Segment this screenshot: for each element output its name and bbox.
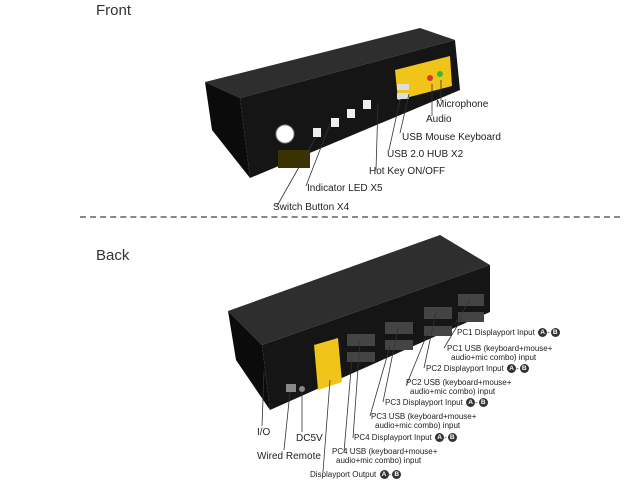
label-pc4-dp-text: PC4 Displayport Input xyxy=(354,433,432,442)
label-pc1-dp-text: PC1 Displayport Input xyxy=(457,328,535,337)
label-pc1-dp: PC1 Displayport Input A-B xyxy=(457,328,560,338)
badge-dash: - xyxy=(444,433,447,442)
badge-b-icon: B xyxy=(447,433,457,443)
label-pc4-usb-line2: audio+mic combo) input xyxy=(336,456,422,465)
label-microphone: Microphone xyxy=(436,99,489,110)
label-pc3-usb-line1: PC3 USB (keyboard+mouse+ xyxy=(371,412,477,421)
label-pc2-dp-text: PC2 Displayport Input xyxy=(426,364,504,373)
label-wired-remote: Wired Remote xyxy=(257,451,321,462)
label-dp-output-text: Displayport Output xyxy=(310,470,377,479)
label-dc5v: DC5V xyxy=(296,433,323,444)
section-divider xyxy=(80,216,620,218)
label-pc3-dp-text: PC3 Displayport Input xyxy=(385,398,463,407)
label-audio: Audio xyxy=(426,114,452,125)
badge-b-icon: B xyxy=(478,398,488,408)
label-dp-output: Displayport Output A-B xyxy=(310,470,402,480)
back-leader-lines xyxy=(261,299,471,473)
label-io: I/O xyxy=(257,427,271,438)
badge-dash: - xyxy=(547,328,550,337)
label-pc1-usb-line2: audio+mic combo) input xyxy=(451,353,537,362)
back-device xyxy=(228,235,490,410)
badge-b-icon: B xyxy=(550,328,560,338)
label-pc3-dp: PC3 Displayport Input A-B xyxy=(385,398,488,408)
label-pc4-dp: PC4 Displayport Input A-B xyxy=(354,433,457,443)
label-pc2-usb-line1: PC2 USB (keyboard+mouse+ xyxy=(406,378,512,387)
label-pc1-usb: PC1 USB (keyboard+mouse+ audio+mic combo… xyxy=(447,344,552,362)
label-pc2-usb: PC2 USB (keyboard+mouse+ audio+mic combo… xyxy=(406,378,511,396)
badge-dash: - xyxy=(516,364,519,373)
front-title: Front xyxy=(96,2,132,19)
badge-a-icon: A xyxy=(507,364,517,374)
badge-dash: - xyxy=(475,398,478,407)
label-pc3-usb: PC3 USB (keyboard+mouse+ audio+mic combo… xyxy=(371,412,476,430)
label-pc1-usb-line1: PC1 USB (keyboard+mouse+ xyxy=(447,344,553,353)
badge-b-icon: B xyxy=(519,364,529,374)
badge-dash: - xyxy=(388,470,392,479)
label-pc2-dp: PC2 Displayport Input A-B xyxy=(426,364,529,374)
badge-a-icon: A xyxy=(538,328,548,338)
badge-b-icon: B xyxy=(392,470,402,480)
badge-a-icon: A xyxy=(435,433,445,443)
label-usb-hub: USB 2.0 HUB X2 xyxy=(387,149,464,160)
label-switch-button: Switch Button X4 xyxy=(273,202,350,213)
label-usb-mouse-keyboard: USB Mouse Keyboard xyxy=(402,132,501,143)
badge-a-icon: A xyxy=(379,470,389,480)
label-indicator-led: Indicator LED X5 xyxy=(307,183,383,194)
front-leader-lines xyxy=(276,80,442,207)
label-pc3-usb-line2: audio+mic combo) input xyxy=(375,421,461,430)
back-title: Back xyxy=(96,247,130,264)
label-pc4-usb-line1: PC4 USB (keyboard+mouse+ xyxy=(332,447,438,456)
badge-a-icon: A xyxy=(466,398,476,408)
front-device xyxy=(205,28,460,178)
label-pc4-usb: PC4 USB (keyboard+mouse+ audio+mic combo… xyxy=(332,447,437,465)
label-hot-key: Hot Key ON/OFF xyxy=(369,166,446,177)
label-pc2-usb-line2: audio+mic combo) input xyxy=(410,387,496,396)
